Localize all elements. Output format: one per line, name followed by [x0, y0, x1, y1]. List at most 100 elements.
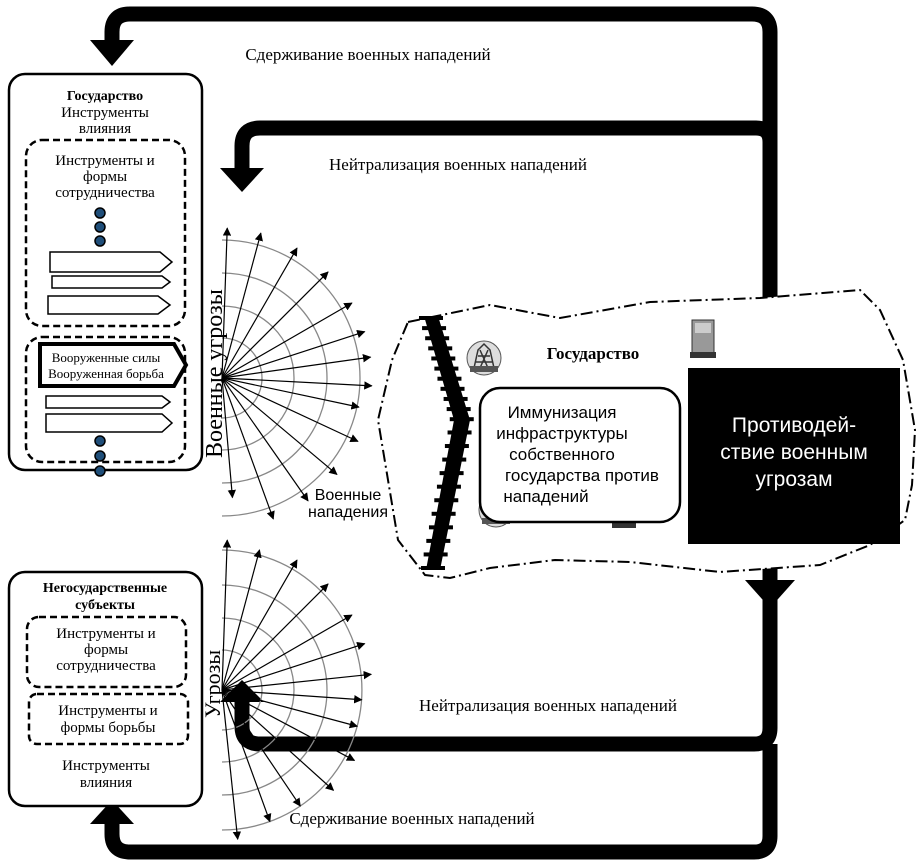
- threat-ray: [221, 689, 356, 761]
- nonstate-influence-1: Инструменты: [62, 758, 150, 774]
- counteraction-line-2: ствие военным: [720, 441, 868, 464]
- defense-wall: [419, 316, 474, 570]
- tool-arrow-3: [47, 295, 172, 315]
- infrastructure-icon-1: [466, 340, 502, 376]
- building-icon-1: [690, 319, 716, 358]
- wall-tooth: [447, 430, 472, 435]
- coop-bottom-group: [24, 335, 187, 464]
- wall-tooth: [426, 538, 451, 543]
- arrow-head-down-left-top: [90, 40, 134, 66]
- state-zone-title: Государство: [547, 344, 640, 363]
- threat-ray: [221, 559, 298, 691]
- threat-arc: [221, 239, 361, 517]
- threat-ray: [221, 670, 373, 691]
- wall-tooth: [419, 316, 443, 320]
- wall-tooth: [446, 407, 471, 412]
- wall-tooth: [423, 552, 448, 557]
- second-arrow-label: Нейтрализация военных нападений: [329, 155, 587, 174]
- bottom-inner-arrow-label: Нейтрализация военных нападений: [419, 696, 677, 715]
- wall-tooth: [434, 366, 459, 371]
- nonstate-struggle-group: [27, 692, 190, 746]
- neutralization-loop-top: [220, 120, 778, 192]
- threat-ray: [221, 271, 329, 379]
- immunization-line-5: нападений: [503, 487, 588, 506]
- threat-ray: [221, 247, 298, 379]
- tool-arrow-1: [49, 251, 174, 273]
- wall-tooth: [439, 471, 464, 476]
- wall-tooth: [425, 336, 450, 341]
- wall-tooth: [440, 386, 465, 391]
- dots-top: [94, 207, 106, 247]
- threat-arc: [221, 549, 363, 831]
- threat-arc: [221, 617, 295, 763]
- wall-tooth: [428, 346, 453, 351]
- armed-forces-label: Вооруженные силы: [52, 350, 161, 365]
- nonstate-struggle-line-2: формы борьбы: [61, 720, 156, 736]
- immunization-line-2: инфраструктуры: [496, 424, 627, 443]
- nonstate-influence-2: влияния: [80, 775, 132, 791]
- coop-top-line-3: сотрудничества: [55, 185, 155, 201]
- state-box-title: Государство: [67, 89, 143, 104]
- nonstate-coop-line-3: сотрудничества: [56, 658, 156, 674]
- threat-ray: [221, 377, 359, 443]
- immunization-box: [478, 386, 682, 524]
- threat-ray: [221, 377, 236, 499]
- threat-arc: [221, 305, 295, 451]
- threat-ray: [221, 302, 353, 379]
- wall-tooth: [422, 326, 447, 331]
- wall-tooth: [431, 511, 456, 516]
- top-arrow-label: Сдерживание военных нападений: [245, 45, 490, 64]
- military-attacks-line-2: нападения: [308, 504, 388, 521]
- threat-arc: [221, 337, 263, 419]
- arrow-head-down-right: [745, 580, 795, 608]
- threat-ray: [221, 377, 338, 475]
- threat-ray: [221, 689, 242, 841]
- threat-ray: [221, 641, 366, 691]
- arrow-head-up-left-bottom: [90, 800, 134, 824]
- threat-ray: [221, 539, 232, 691]
- immunization-line-3: собственного: [509, 445, 615, 464]
- tool-arrow-2: [51, 275, 172, 289]
- coop-top-line-1: Инструменты и: [55, 153, 154, 169]
- nonstate-struggle-line-1: Инструменты и: [58, 703, 157, 719]
- coop-top-line-2: формы: [83, 169, 127, 185]
- threat-ray: [221, 377, 373, 390]
- wall-tooth: [443, 396, 468, 401]
- threat-fan: [221, 539, 373, 841]
- counteraction-line-1: Противодей-: [732, 414, 856, 437]
- nonstate-title-1: Негосударственные: [43, 581, 167, 596]
- bottom-outer-arrow-label: Сдерживание военных нападений: [289, 809, 534, 828]
- nonstate-coop-group: [25, 615, 188, 689]
- armed-struggle-label: Вооруженная борьба: [48, 366, 164, 381]
- deterrence-loop-bottom: [90, 744, 778, 860]
- threat-ray: [221, 689, 359, 729]
- wall-tooth: [444, 444, 469, 449]
- wall-tooth: [434, 498, 459, 503]
- nonstate-box: Негосударственные субъекты Инструменты и…: [7, 570, 204, 808]
- threat-ray: [221, 689, 272, 823]
- tool-arrow-4: [45, 395, 172, 409]
- dots-bottom: [94, 435, 106, 477]
- wall-tooth: [421, 566, 445, 570]
- state-box: Государство Инструменты влияния Инструме…: [7, 72, 204, 477]
- wall-tooth: [436, 484, 461, 489]
- wall-tooth: [431, 356, 456, 361]
- immunization-line-4: государства против: [505, 466, 659, 485]
- counteraction-block: [688, 368, 900, 544]
- nonstate-coop-line-2: формы: [84, 642, 128, 658]
- threat-ray: [221, 232, 263, 379]
- threat-ray: [221, 689, 363, 704]
- threat-ray: [221, 377, 309, 502]
- wall-tooth: [428, 525, 453, 530]
- threat-ray: [221, 583, 329, 691]
- threat-ray: [221, 689, 301, 807]
- threat-arc: [221, 649, 263, 731]
- threat-ray: [221, 614, 353, 691]
- nonstate-coop-line-1: Инструменты и: [56, 626, 155, 642]
- threats-label: Угрозы: [200, 650, 225, 718]
- threat-ray: [221, 377, 360, 410]
- threat-ray: [221, 377, 275, 520]
- threat-arc: [221, 584, 328, 796]
- nonstate-title-2: субъекты: [75, 598, 135, 613]
